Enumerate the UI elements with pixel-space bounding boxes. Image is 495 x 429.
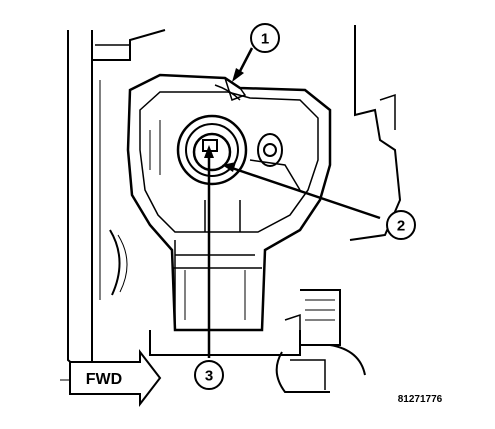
bracket-housing [126,73,332,356]
fwd-arrow: FWD [69,349,162,407]
callout-3: 3 [194,360,224,390]
fastener-hole [257,133,283,167]
leader-line-2 [231,166,381,220]
fwd-label: FWD [86,371,122,388]
leader-line-1 [236,47,254,76]
callout-1: 1 [250,23,280,53]
callout-2-number: 2 [397,218,405,235]
background-structure [60,25,402,393]
leader-lines [204,47,381,358]
callout-2: 2 [386,210,416,240]
figure-id: 81271776 [398,394,443,405]
fwd-arrow-icon [69,349,162,407]
callout-1-number: 1 [261,31,269,48]
callout-3-number: 3 [205,368,213,385]
pivot-bore [176,114,248,186]
